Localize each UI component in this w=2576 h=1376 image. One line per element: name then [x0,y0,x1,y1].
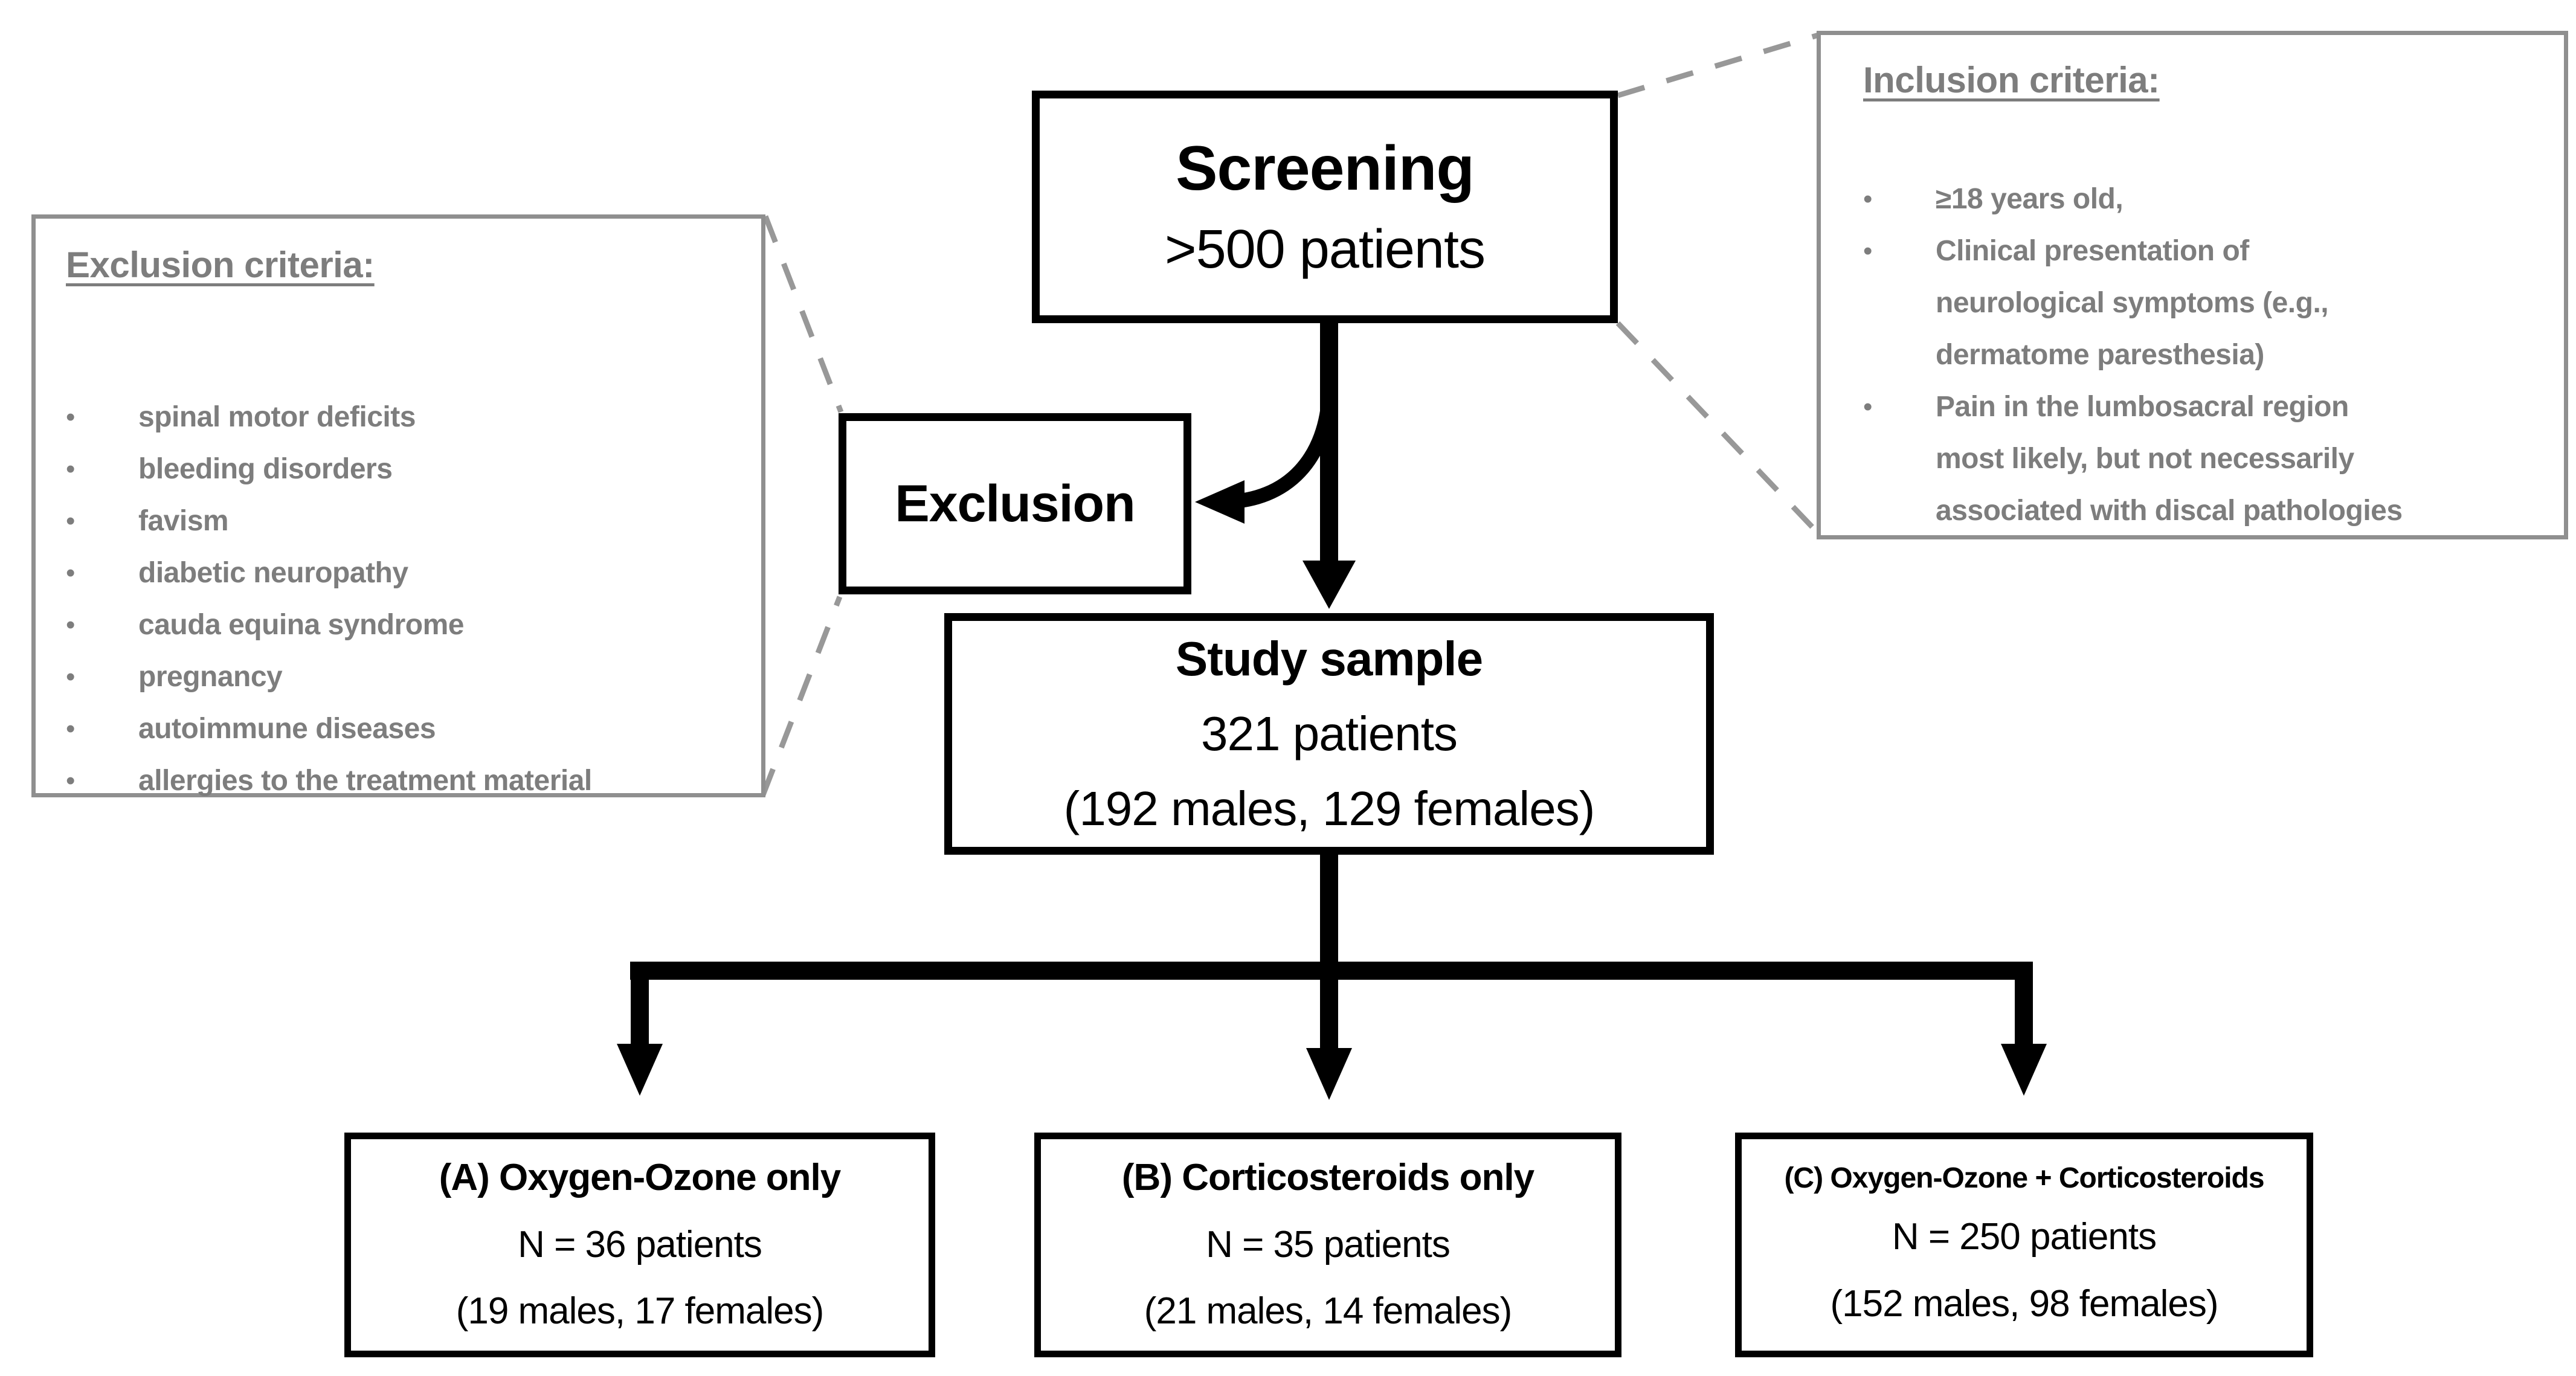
study-sample-count: 321 patients [1201,707,1458,760]
group-c-count: N = 250 patients [1892,1216,2157,1258]
bullet-icon: • [1863,236,1872,266]
screening-subtitle: >500 patients [1165,219,1486,280]
bullet-icon: • [1863,184,1872,214]
exclusion-criteria-item: autoimmune diseases [138,713,436,745]
exclusion-box: Exclusion [839,413,1191,594]
study-sample-box: Study sample 321 patients (192 males, 12… [944,613,1714,855]
inclusion-criteria-item: ≥18 years old, [1936,173,2124,225]
dashed-exclusioncriteria-to-exclusion-bottom [760,596,843,796]
list-item: • pregnancy [66,651,749,703]
screening-to-study-arrowhead [1302,561,1356,609]
inclusion-criteria-box: Inclusion criteria: • ≥18 years old, • C… [1817,31,2568,539]
group-b-split: (21 males, 14 females) [1144,1290,1513,1333]
bullet-icon: • [66,558,75,588]
criteria-line: dermatome paresthesia) [1936,339,2264,371]
screening-box: Screening >500 patients [1032,91,1618,323]
list-item: • Clinical presentation of neurological … [1863,225,2552,381]
group-b-count: N = 35 patients [1206,1223,1451,1265]
exclusion-criteria-item: allergies to the treatment material [138,765,592,797]
exclusion-criteria-item: diabetic neuropathy [138,557,408,589]
group-c-split: (152 males, 98 females) [1830,1282,2218,1325]
exclusion-criteria-item: bleeding disorders [138,453,393,485]
inclusion-criteria-item: Clinical presentation of neurological sy… [1936,225,2329,381]
exclusion-criteria-list: • spinal motor deficits • bleeding disor… [66,391,749,807]
bullet-icon: • [1863,392,1872,422]
list-item: • Pain in the lumbosacral region most li… [1863,381,2552,537]
list-item: • cauda equina syndrome [66,599,749,651]
criteria-line: Clinical presentation of [1936,235,2249,267]
group-b-box: (B) Corticosteroids only N = 35 patients… [1034,1133,1621,1357]
study-sample-title: Study sample [1175,632,1483,686]
list-item: • autoimmune diseases [66,703,749,755]
group-a-count: N = 36 patients [518,1223,762,1265]
inclusion-criteria-title: Inclusion criteria: [1863,60,2160,100]
screening-title: Screening [1176,133,1475,204]
bullet-icon: • [66,662,75,692]
exclusion-branch-arrowhead [1195,480,1245,524]
branch-left-arrowhead [617,1044,663,1096]
exclusion-criteria-item: pregnancy [138,661,283,693]
exclusion-criteria-item: spinal motor deficits [138,401,416,433]
branch-center-arrowhead [1306,1048,1352,1100]
study-sample-split: (192 males, 129 females) [1063,782,1596,835]
list-item: • spinal motor deficits [66,391,749,443]
group-c-title: (C) Oxygen-Ozone + Corticosteroids [1784,1162,2264,1194]
branch-right-arrowhead [2001,1044,2047,1096]
list-item: • bleeding disorders [66,443,749,495]
bullet-icon: • [66,454,75,484]
group-c-box: (C) Oxygen-Ozone + Corticosteroids N = 2… [1735,1133,2313,1357]
list-item: • favism [66,495,749,547]
group-a-box: (A) Oxygen-Ozone only N = 36 patients (1… [344,1133,935,1357]
group-a-title: (A) Oxygen-Ozone only [439,1157,841,1199]
group-a-split: (19 males, 17 females) [456,1290,825,1333]
criteria-line: associated with discal pathologies [1936,495,2403,527]
bullet-icon: • [66,766,75,796]
list-item: • allergies to the treatment material [66,755,749,807]
criteria-line: most likely, but not necessarily [1936,443,2354,475]
exclusion-criteria-title: Exclusion criteria: [66,245,375,285]
criteria-line: ≥18 years old, [1936,183,2124,215]
dashed-screening-to-inclusion-top [1617,32,1820,98]
group-b-title: (B) Corticosteroids only [1121,1157,1534,1199]
branch-bar [630,962,2033,980]
list-item: • ≥18 years old, [1863,173,2552,225]
bullet-icon: • [66,506,75,536]
list-item: • diabetic neuropathy [66,547,749,599]
inclusion-criteria-item: Pain in the lumbosacral region most like… [1936,381,2403,537]
bullet-icon: • [66,714,75,744]
exclusion-criteria-box: Exclusion criteria: • spinal motor defic… [31,214,765,797]
bullet-icon: • [66,402,75,432]
dashed-exclusioncriteria-to-exclusion-top [762,215,844,413]
criteria-line: neurological symptoms (e.g., [1936,287,2329,319]
bullet-icon: • [66,610,75,640]
inclusion-criteria-list: • ≥18 years old, • Clinical presentation… [1863,173,2552,537]
criteria-line: Pain in the lumbosacral region [1936,391,2349,423]
exclusion-label: Exclusion [895,474,1135,533]
exclusion-branch-curve [1221,392,1336,509]
exclusion-criteria-item: favism [138,505,229,537]
dashed-screening-to-inclusion-bottom [1615,321,1819,534]
exclusion-criteria-item: cauda equina syndrome [138,609,465,641]
